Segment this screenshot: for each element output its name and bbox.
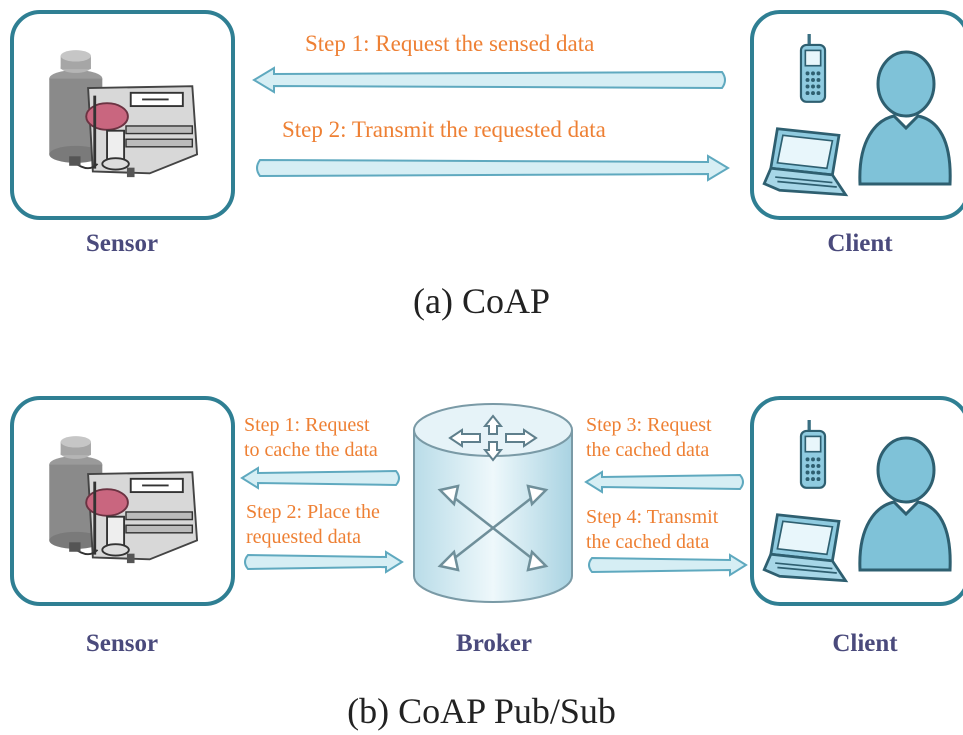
step-2-label: Step 2: Transmit the requested data [282, 117, 606, 142]
step-1-line-1: Step 1: Request [244, 414, 370, 436]
step-4-line-2: the cached data [586, 531, 710, 553]
caption-b: (b) CoAP Pub/Sub [347, 691, 616, 731]
router-icon [413, 403, 573, 603]
client-label-b: Client [832, 630, 898, 657]
transmit-cached-arrow [588, 553, 748, 577]
step-4-label-b: Step 4: Transmit the cached data [586, 505, 718, 555]
client-node-box-b [750, 396, 963, 606]
step-3-line-2: the cached data [586, 439, 710, 461]
client-node-box [750, 10, 963, 220]
mobile-phone-icon [796, 420, 830, 490]
request-arrow [252, 66, 726, 94]
step-4-line-1: Step 4: Transmit [586, 506, 719, 528]
laptop-icon [762, 126, 850, 204]
sensor-label: Sensor [85, 230, 159, 257]
caption-a: (a) CoAP [413, 281, 550, 321]
laptop-icon [762, 512, 850, 590]
sensor-node-box-b [10, 396, 235, 606]
sensor-label-b: Sensor [85, 630, 159, 657]
step-1-label: Step 1: Request the sensed data [305, 31, 595, 56]
user-icon [854, 48, 954, 188]
step-1-line-2: to cache the data [244, 439, 378, 461]
user-icon [854, 434, 954, 574]
transmit-arrow [256, 154, 730, 182]
step-2-line-1: Step 2: Place the [246, 501, 380, 523]
step-1-label-b: Step 1: Request to cache the data [244, 413, 378, 463]
place-data-arrow [244, 550, 404, 574]
broker-label: Broker [456, 630, 532, 657]
step-2-line-2: requested data [246, 526, 361, 548]
cache-request-arrow [240, 466, 400, 490]
step-3-label-b: Step 3: Request the cached data [586, 413, 712, 463]
sensor-node-box [10, 10, 235, 220]
mobile-phone-icon [796, 34, 830, 104]
step-2-label-b: Step 2: Place the requested data [246, 500, 380, 550]
client-label: Client [827, 230, 893, 257]
sensor-device-icon [36, 49, 216, 184]
sensor-device-icon [36, 435, 216, 570]
step-3-line-1: Step 3: Request [586, 414, 712, 436]
cached-request-arrow [584, 470, 744, 494]
